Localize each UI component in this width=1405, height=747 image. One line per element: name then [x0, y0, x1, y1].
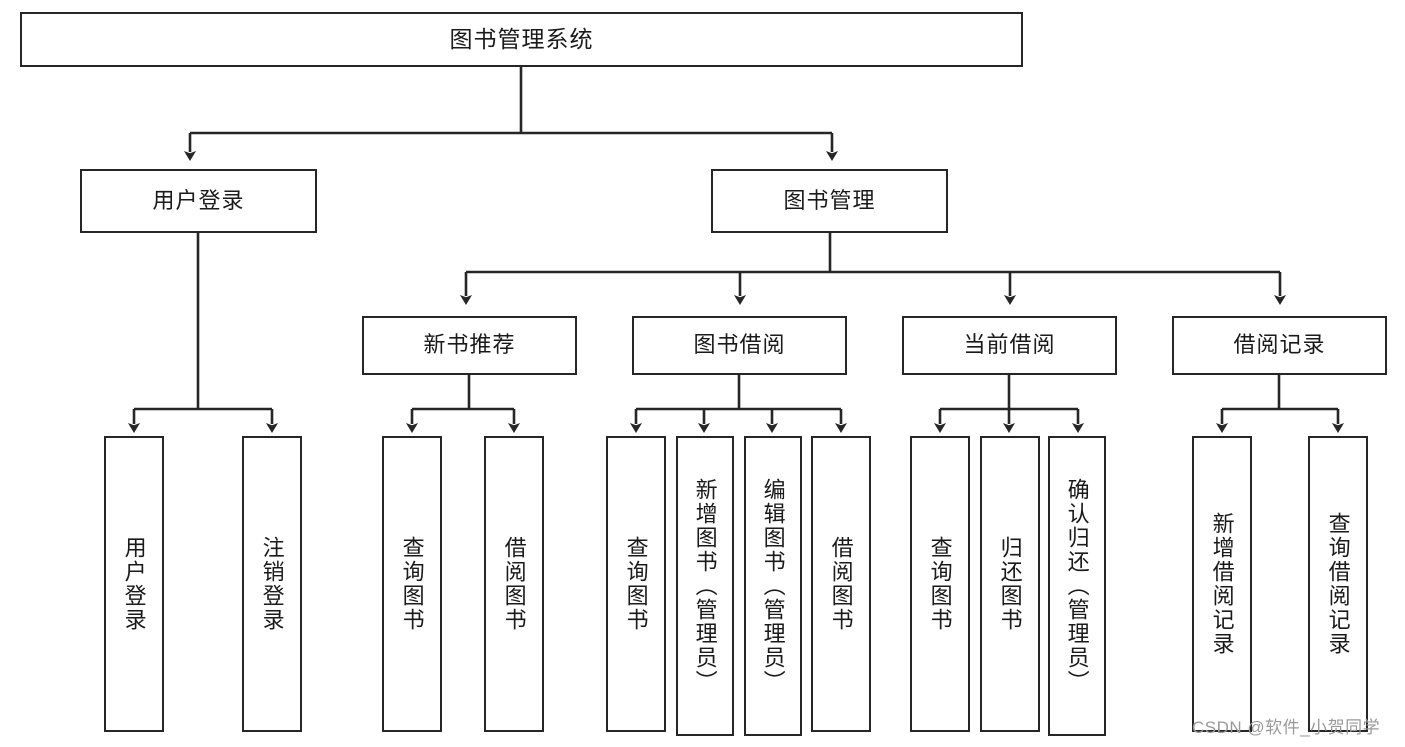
- node-label: 查询图书: [623, 536, 649, 632]
- node-label: 借阅图书: [501, 536, 527, 632]
- node-label: 图书管理系统: [449, 25, 594, 52]
- leaf-current-borrow-confirm-return-admin[interactable]: 确认归还（管理员）: [1048, 436, 1106, 736]
- node-user-login[interactable]: 用户登录: [80, 169, 317, 233]
- node-label: 注销登录: [259, 536, 285, 632]
- leaf-current-borrow-return-book[interactable]: 归还图书: [980, 436, 1040, 732]
- node-borrow-record[interactable]: 借阅记录: [1172, 316, 1387, 375]
- node-current-borrow[interactable]: 当前借阅: [902, 316, 1117, 375]
- node-label: 确认归还（管理员）: [1064, 478, 1090, 694]
- node-book-management[interactable]: 图书管理: [711, 169, 948, 233]
- leaf-book-borrow-edit-book-admin[interactable]: 编辑图书（管理员）: [744, 436, 802, 736]
- leaf-borrow-record-add-record[interactable]: 新增借阅记录: [1192, 436, 1252, 732]
- node-label: 查询图书: [927, 536, 953, 632]
- node-label: 归还图书: [997, 536, 1023, 632]
- node-book-borrow[interactable]: 图书借阅: [632, 316, 847, 375]
- leaf-book-borrow-borrow-book[interactable]: 借阅图书: [811, 436, 871, 732]
- node-root-book-management-system[interactable]: 图书管理系统: [20, 12, 1023, 67]
- leaf-borrow-record-query-record[interactable]: 查询借阅记录: [1308, 436, 1368, 732]
- node-label: 新增图书（管理员）: [692, 478, 718, 694]
- node-label: 查询图书: [399, 536, 425, 632]
- node-label: 图书管理: [783, 187, 876, 213]
- node-label: 用户登录: [152, 187, 245, 213]
- leaf-user-login-login[interactable]: 用户登录: [104, 436, 164, 732]
- node-label: 图书借阅: [693, 332, 786, 358]
- leaf-book-borrow-add-book-admin[interactable]: 新增图书（管理员）: [676, 436, 734, 736]
- node-label: 借阅图书: [828, 536, 854, 632]
- node-label: 查询借阅记录: [1325, 512, 1351, 656]
- leaf-current-borrow-query-book[interactable]: 查询图书: [910, 436, 970, 732]
- node-label: 新增借阅记录: [1209, 512, 1235, 656]
- node-label: 新书推荐: [423, 332, 516, 358]
- node-label: 用户登录: [121, 536, 147, 632]
- leaf-user-login-logout[interactable]: 注销登录: [242, 436, 302, 732]
- leaf-book-borrow-query-book[interactable]: 查询图书: [606, 436, 666, 732]
- leaf-new-book-query-book[interactable]: 查询图书: [382, 436, 442, 732]
- leaf-new-book-borrow-book[interactable]: 借阅图书: [484, 436, 544, 732]
- node-label: 当前借阅: [963, 332, 1056, 358]
- watermark-text: CSDN @软件_小贺同学: [1192, 718, 1381, 737]
- node-new-book-recommend[interactable]: 新书推荐: [362, 316, 577, 375]
- node-label: 借阅记录: [1233, 332, 1326, 358]
- node-label: 编辑图书（管理员）: [760, 478, 786, 694]
